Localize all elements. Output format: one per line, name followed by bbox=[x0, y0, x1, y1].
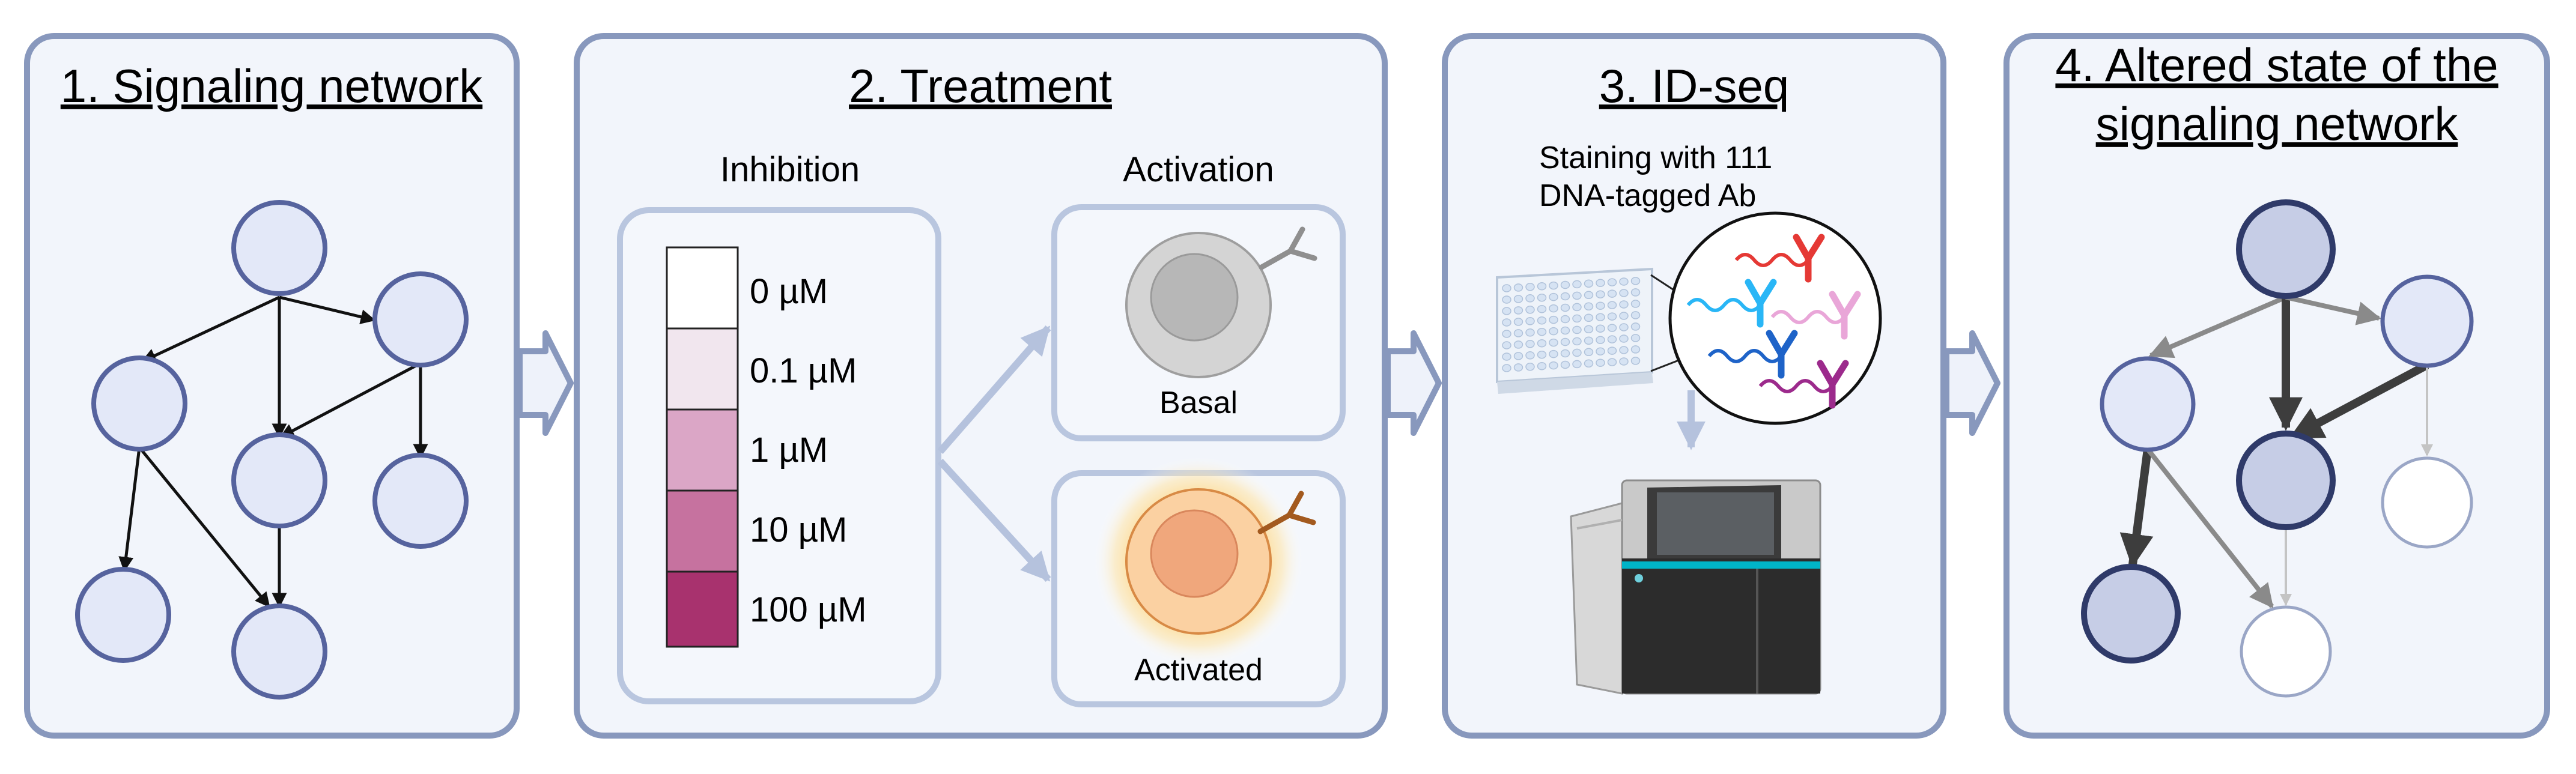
edge bbox=[279, 295, 376, 324]
inhibition-label: Inhibition bbox=[720, 150, 860, 189]
network-node bbox=[2100, 356, 2196, 452]
staining-text: DNA-tagged Ab bbox=[1539, 178, 1756, 213]
edge bbox=[118, 447, 141, 572]
concentration-swatch bbox=[666, 489, 739, 573]
network-node bbox=[231, 200, 327, 296]
edge bbox=[2119, 449, 2154, 568]
edge bbox=[2285, 295, 2381, 325]
panel-title: 2. Treatment bbox=[849, 59, 1112, 112]
edge bbox=[2145, 447, 2274, 609]
network-node bbox=[2380, 274, 2474, 368]
step-arrow-icon bbox=[1385, 330, 1442, 436]
panel-title-line: signaling network bbox=[2096, 97, 2459, 150]
edge bbox=[141, 295, 281, 363]
well-plate-icon bbox=[1496, 267, 1653, 394]
activated-cell-icon bbox=[1093, 456, 1316, 667]
sequencer-icon bbox=[1570, 479, 1821, 695]
branch-arrow bbox=[937, 458, 1051, 582]
panel-treatment: 2. Treatment Inhibition Activation 0 µM … bbox=[574, 33, 1388, 739]
basal-cell-icon bbox=[1125, 226, 1317, 378]
network-node bbox=[75, 567, 171, 663]
antibody-icon bbox=[1259, 226, 1317, 270]
dna-tagged-antibodies bbox=[1686, 234, 1861, 409]
staining-text: Staining with 111 bbox=[1539, 141, 1772, 175]
dna-tagged-antibody-icon bbox=[1770, 291, 1861, 340]
dna-tagged-antibody-icon bbox=[1758, 360, 1849, 409]
network-node-faded bbox=[2381, 456, 2473, 549]
network-nodes bbox=[75, 200, 469, 700]
concentration-label: 0.1 µM bbox=[750, 351, 857, 390]
edge bbox=[2148, 295, 2287, 358]
altered-network-edges bbox=[2119, 295, 2433, 609]
edge bbox=[138, 446, 270, 608]
branch-arrow bbox=[937, 325, 1051, 454]
network-node bbox=[231, 603, 327, 700]
activated-label: Activated bbox=[1134, 653, 1263, 688]
dna-tagged-antibody-icon bbox=[1707, 330, 1798, 379]
concentration-swatch bbox=[666, 327, 739, 411]
panel-altered-network: 4. Altered state of the signaling networ… bbox=[2003, 33, 2550, 739]
dna-tagged-antibody-icon bbox=[1686, 279, 1777, 328]
concentration-swatch bbox=[666, 246, 739, 330]
network-node bbox=[91, 355, 187, 452]
antibody-zoom-circle bbox=[1668, 211, 1882, 425]
activation-label: Activation bbox=[1123, 150, 1274, 189]
panel-signaling-network: 1. Signaling network bbox=[24, 33, 520, 739]
edge bbox=[279, 361, 422, 439]
concentration-label: 0 µM bbox=[750, 272, 828, 311]
network-edges bbox=[118, 295, 428, 608]
dna-tagged-antibody-icon bbox=[1734, 234, 1825, 283]
network-node-faded bbox=[2240, 605, 2332, 698]
panel-title-line: 4. Altered state of the bbox=[2055, 38, 2498, 91]
edge bbox=[2289, 361, 2429, 441]
panel-id-seq: 3. ID-seq Staining with 111 DNA-tagged A… bbox=[1442, 33, 1946, 739]
network-node bbox=[372, 453, 469, 549]
concentration-label: 1 µM bbox=[750, 431, 828, 470]
basal-label: Basal bbox=[1159, 385, 1238, 420]
network-node-strong bbox=[2081, 564, 2181, 664]
concentration-swatch bbox=[666, 570, 739, 648]
step-arrow-icon bbox=[517, 330, 574, 436]
concentration-labels: 0 µM 0.1 µM 1 µM 10 µM 100 µM bbox=[750, 272, 867, 629]
concentration-label: 100 µM bbox=[750, 590, 867, 629]
network-node bbox=[372, 271, 469, 367]
network-node-strong bbox=[2236, 199, 2336, 299]
altered-network-nodes bbox=[2081, 199, 2474, 698]
antibody-icon bbox=[1257, 491, 1316, 534]
panel-title: 1. Signaling network bbox=[61, 59, 483, 112]
network-node bbox=[231, 432, 327, 528]
concentration-label: 10 µM bbox=[750, 510, 847, 549]
concentration-scale bbox=[666, 246, 739, 648]
concentration-swatch bbox=[666, 408, 739, 492]
panel-title: 3. ID-seq bbox=[1599, 59, 1789, 112]
network-node-strong bbox=[2236, 431, 2336, 530]
step-arrow-icon bbox=[1943, 330, 2000, 436]
